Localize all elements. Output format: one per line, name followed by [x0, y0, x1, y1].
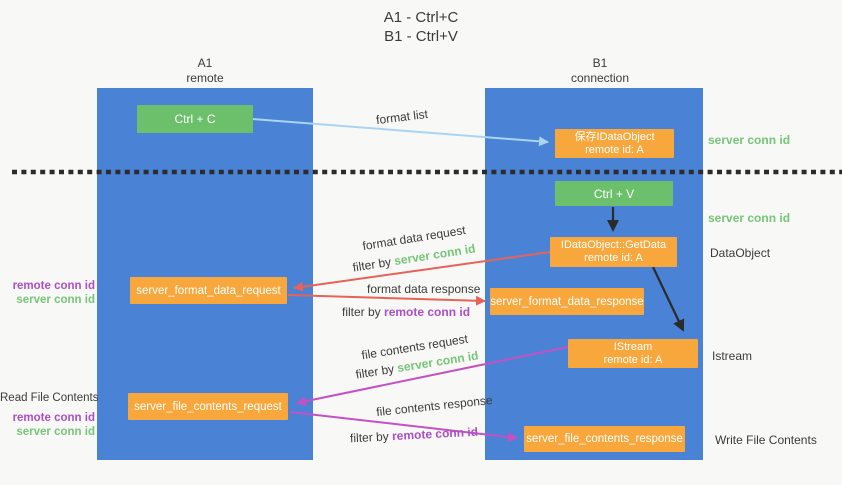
- node-server-format-data-request: server_format_data_request: [130, 277, 287, 304]
- label-format-list: format list: [375, 106, 429, 128]
- label-filter-by-remote-1: filter by remote conn id: [342, 305, 470, 319]
- node-save-line2: remote id: A: [585, 143, 644, 156]
- node-istream: IStream remote id: A: [568, 339, 698, 368]
- node-getdata-line1: IDataObject::GetData: [560, 239, 667, 251]
- node-istream-line2: remote id: A: [603, 353, 663, 366]
- node-ctrl-c-label: Ctrl + C: [174, 112, 216, 126]
- filter-by-text: filter by: [342, 305, 381, 319]
- filter-by-text: filter by: [354, 361, 396, 382]
- lifeline-a1-role: remote: [186, 71, 224, 85]
- node-file-response-label: server_file_contents_response: [526, 433, 683, 445]
- title-line-1: A1 - Ctrl+C: [383, 9, 459, 26]
- label-dataobject: DataObject: [710, 246, 771, 260]
- label-filter-by-remote-2: filter by remote conn id: [350, 425, 479, 446]
- title-line-2: B1 - Ctrl+V: [384, 28, 458, 45]
- lifeline-b1-name: B1: [592, 56, 608, 70]
- node-idataobject-getdata: IDataObject::GetData remote id: A: [550, 237, 677, 267]
- node-format-request-label: server_format_data_request: [136, 284, 281, 297]
- label-read-file-contents: Read File Contents: [0, 392, 99, 404]
- filter-by-text: filter by: [351, 254, 393, 275]
- node-ctrl-v-label: Ctrl + V: [593, 186, 635, 201]
- node-istream-line1: IStream: [613, 340, 653, 353]
- node-save-line1: 保存IDataObject: [574, 130, 655, 143]
- lifeline-b1-role: connection: [570, 71, 630, 85]
- remote-conn-id-text: remote conn id: [12, 412, 95, 424]
- server-conn-id-text: server conn id: [16, 426, 95, 438]
- label-server-conn-id-mid: server conn id: [708, 211, 791, 225]
- filter-by-text: filter by: [349, 429, 390, 446]
- lifeline-header-a1: A1 remote: [145, 56, 265, 86]
- remote-conn-id-text: remote conn id: [384, 305, 471, 319]
- diagram-title: A1 - Ctrl+C B1 - Ctrl+V: [0, 8, 842, 46]
- remote-conn-id-text: remote conn id: [12, 280, 95, 292]
- node-file-request-label: server_file_contents_request: [134, 400, 282, 413]
- node-ctrl-v: Ctrl + V: [555, 181, 673, 206]
- label-istream: Istream: [712, 349, 753, 363]
- label-conn-ids-file: remote conn id server conn id: [0, 411, 95, 439]
- node-format-response-label: server_format_data_response: [490, 295, 644, 308]
- label-file-contents-response: file contents response: [375, 392, 494, 420]
- server-conn-id-text: server conn id: [16, 294, 95, 306]
- node-server-file-contents-response: server_file_contents_response: [524, 426, 685, 452]
- node-ctrl-c: Ctrl + C: [137, 105, 253, 133]
- node-server-format-data-response: server_format_data_response: [490, 288, 644, 315]
- label-format-data-response: format data response: [367, 282, 481, 296]
- node-getdata-line2: remote id: A: [584, 252, 643, 264]
- node-save-idataobject: 保存IDataObject remote id: A: [555, 129, 674, 158]
- label-write-file-contents: Write File Contents: [715, 433, 817, 447]
- node-server-file-contents-request: server_file_contents_request: [128, 393, 288, 420]
- label-conn-ids-format: remote conn id server conn id: [0, 279, 95, 307]
- lifeline-a1-name: A1: [197, 56, 213, 70]
- remote-conn-id-text: remote conn id: [391, 424, 479, 444]
- label-server-conn-id-top: server conn id: [708, 133, 791, 147]
- lifeline-header-b1: B1 connection: [540, 56, 660, 86]
